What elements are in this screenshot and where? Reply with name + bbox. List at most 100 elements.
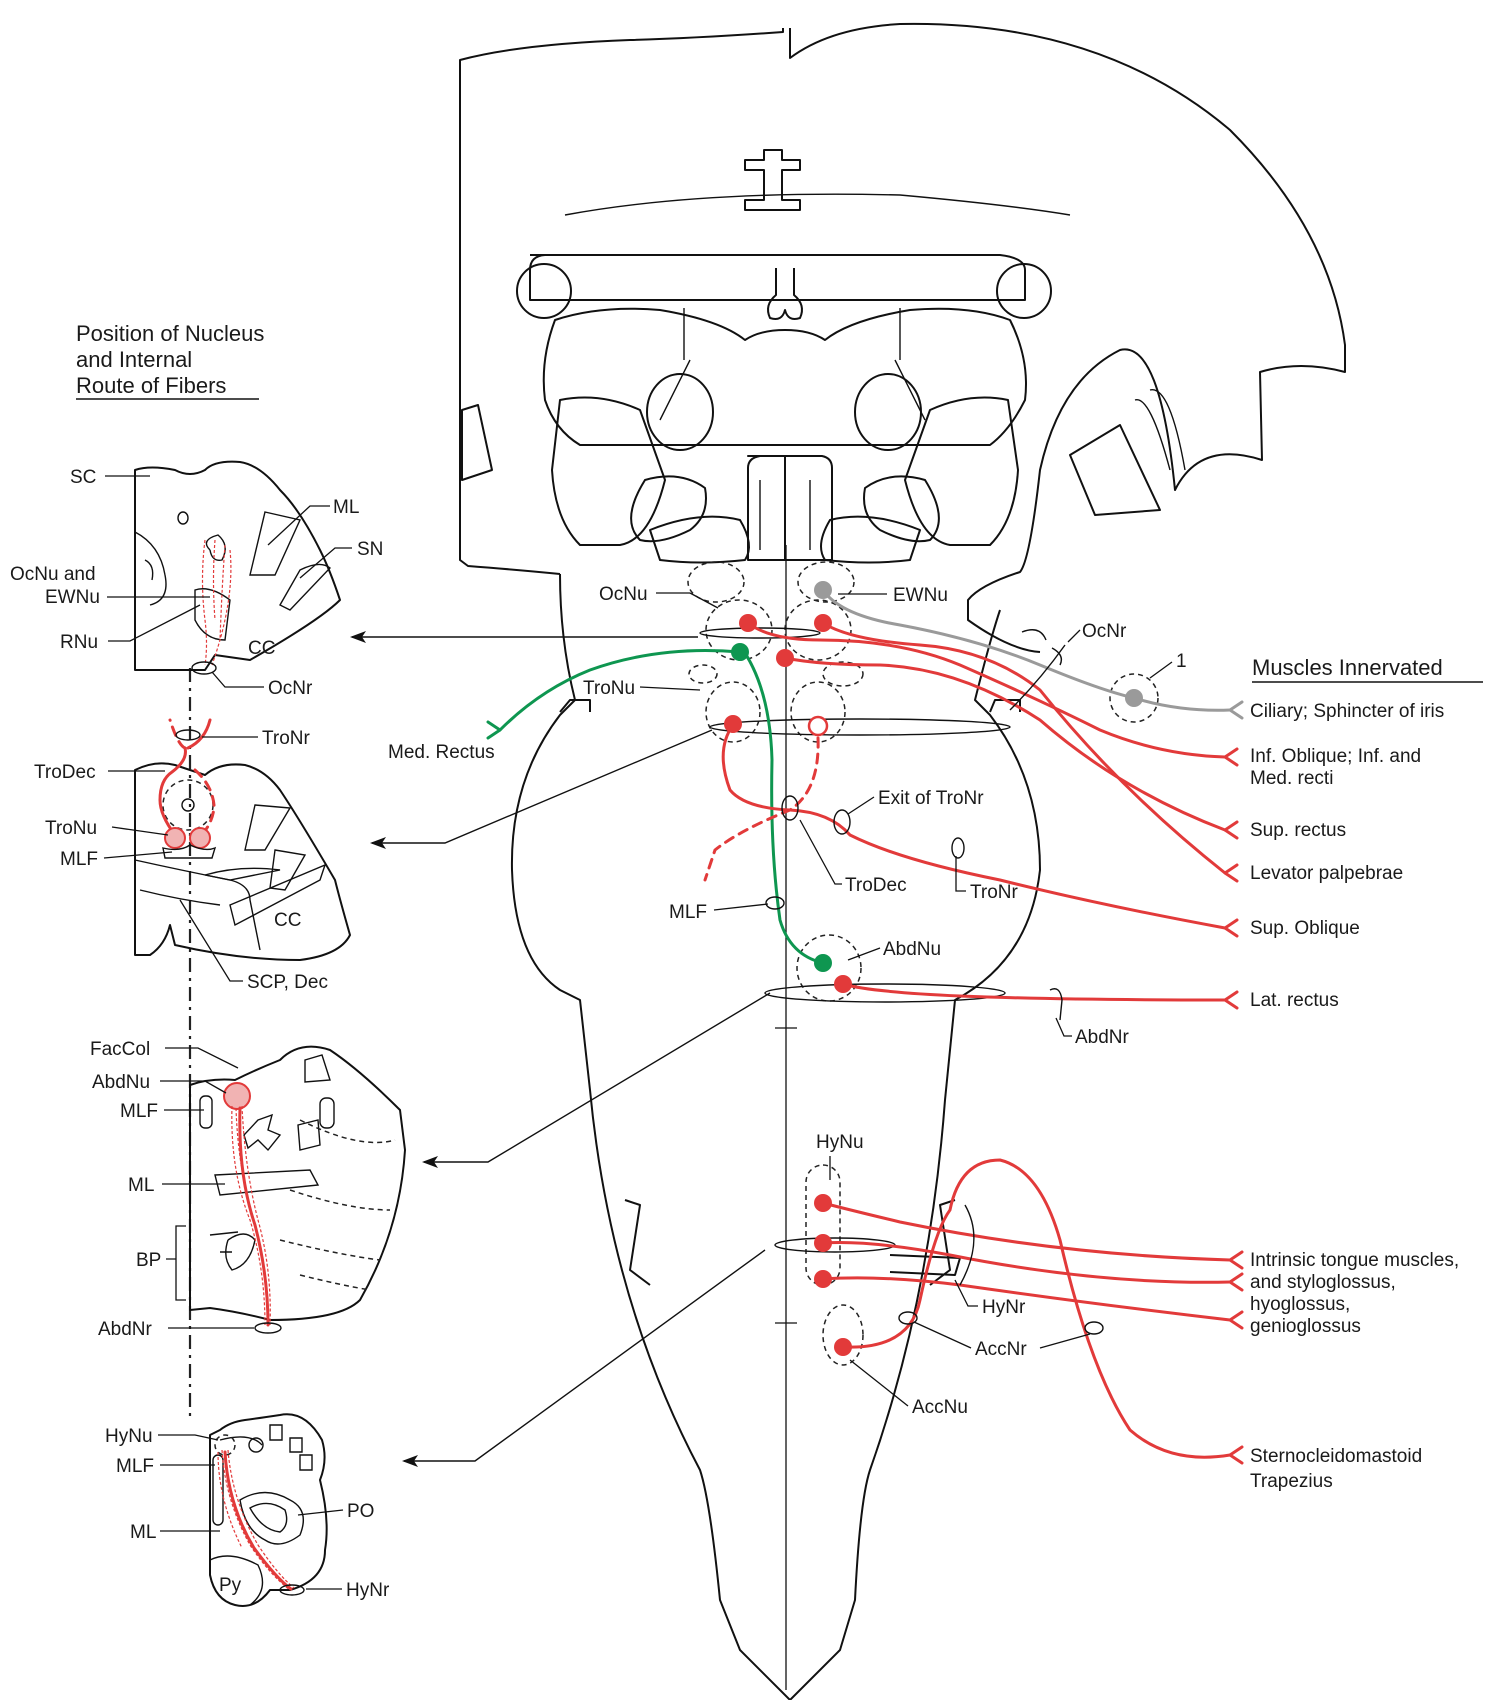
s3-label-abdnu: AbdNu: [92, 1072, 150, 1093]
dot-ocnu-left: [739, 614, 757, 632]
ending-sup-rectus: [1225, 822, 1237, 838]
muscle-trapezius: Trapezius: [1250, 1471, 1333, 1492]
nucleus-dots: [724, 581, 1143, 1356]
leader-mlf: [714, 904, 768, 910]
label-med-rectus: Med. Rectus: [388, 742, 495, 763]
leader-exit-tronr: [848, 797, 874, 814]
label-ocnu: OcNu: [599, 584, 648, 605]
section-4-dorsal-structures: [220, 1425, 312, 1470]
muscle-inf-oblique-2: Med. recti: [1250, 768, 1333, 789]
muscle-sup-rectus: Sup. rectus: [1250, 820, 1346, 841]
arrow-to-section-4: [404, 1250, 765, 1461]
hypoglossal-fiber-1: [823, 1203, 1230, 1260]
section-2-tronr-left: [160, 748, 185, 835]
s2-label-cc: CC: [274, 910, 301, 931]
dot-accnu: [834, 1338, 852, 1356]
s4-label-hynu: HyNu: [105, 1426, 153, 1447]
s4-label-po: PO: [347, 1501, 374, 1522]
s4-leader-po: [298, 1510, 343, 1515]
mlf-fiber: [743, 650, 823, 963]
dot-mlf-oculomotor: [731, 643, 749, 661]
section-3-outline: [190, 1047, 405, 1320]
s1-label-cc: CC: [248, 638, 275, 659]
ending-sup-oblique: [1225, 920, 1237, 936]
left-red-nucleus-outline: [647, 374, 713, 450]
s1-label-sc: SC: [70, 467, 96, 488]
dot-abdnu: [834, 975, 852, 993]
s2-leader-mlf: [104, 852, 172, 858]
s2-label-tronr: TroNr: [262, 728, 311, 749]
s2-label-trodec: TroDec: [34, 762, 96, 783]
section-1-sn: [280, 564, 330, 610]
section-3-mlf: [200, 1096, 212, 1128]
label-tronr: TroNr: [970, 882, 1019, 903]
muscle-sup-oblique: Sup. Oblique: [1250, 918, 1360, 939]
medulla-left-bump: [625, 1200, 650, 1285]
leader-ocnr: [1068, 630, 1080, 642]
ending-inf-oblique: [1225, 749, 1237, 765]
label-hynr: HyNr: [982, 1297, 1026, 1318]
main-labels: OcNu EWNu OcNr 1 TroNu Med. Rectus Exit …: [388, 584, 1187, 1418]
section-2-tronr-left-dash: [170, 720, 185, 748]
dot-abdnu-mlf: [814, 954, 832, 972]
section-2-band: [205, 868, 280, 880]
leader-ocnu-2: [690, 593, 718, 608]
dot-hynu-3: [814, 1270, 832, 1288]
hynr-loop: [960, 1205, 974, 1285]
header-line-3: Route of Fibers: [76, 373, 226, 398]
abducens-fiber: [843, 984, 1225, 1000]
s4-label-py: Py: [219, 1575, 242, 1596]
section-1-lateral: [135, 532, 166, 605]
ending-lat-rectus: [1225, 992, 1237, 1008]
level-markers: [700, 628, 1010, 1252]
section-1-ocnu: [206, 535, 225, 560]
section-2-tronu-left: [165, 828, 185, 848]
muscle-lat-rectus: Lat. rectus: [1250, 990, 1339, 1011]
s2-label-tronu: TroNu: [45, 818, 97, 839]
section-1-red-fibers: [203, 540, 231, 665]
dot-ciliary-ganglion: [1125, 689, 1143, 707]
section-3-bp-b: [210, 1232, 238, 1252]
ciliary-postganglionic-fiber: [1134, 698, 1230, 710]
section-3-ml: [215, 1170, 318, 1195]
thalamic-band: [530, 255, 1025, 300]
s3-label-faccol: FacCol: [90, 1039, 150, 1060]
leader-ganglion: [1150, 662, 1172, 678]
s3-leader-bp: [166, 1226, 186, 1300]
abdnr-loop: [1050, 989, 1062, 1020]
dot-ocnu-right: [814, 614, 832, 632]
section-2-internal-arc: [135, 860, 260, 950]
label-trodec: TroDec: [845, 875, 907, 896]
ending-levator: [1225, 865, 1237, 881]
corpus-callosum-arc: [565, 194, 1070, 215]
s1-label-ocnu-ew-2: EWNu: [45, 587, 100, 608]
hypoglossal-fiber-3: [823, 1278, 1230, 1320]
ending-ciliary: [1230, 702, 1242, 718]
muscles-header: Muscles Innervated: [1252, 655, 1443, 680]
s2-leader-tronu: [112, 827, 168, 835]
label-exit-tronr: Exit of TroNr: [878, 788, 984, 809]
ending-med-rectus: [488, 722, 500, 738]
right-hemisphere-outline: [790, 24, 1345, 652]
muscle-inf-oblique-1: Inf. Oblique; Inf. and: [1250, 746, 1421, 767]
section-2-aqueduct-center: [182, 799, 194, 811]
interhemispheric-notch: [745, 150, 800, 210]
leader-accnr-2: [1040, 1334, 1090, 1348]
leader-accnu: [850, 1360, 908, 1406]
label-abdnu: AbdNu: [883, 939, 941, 960]
right-optic-tract: [1070, 425, 1160, 515]
section-4-hypoglossal: HyNu MLF ML PO Py HyNr: [105, 1414, 390, 1606]
right-peduncle: [905, 398, 1018, 545]
trodec-loop: [782, 796, 798, 820]
section-2-outline: [135, 763, 350, 960]
dot-hynu-2: [814, 1234, 832, 1252]
dot-ocnu-center: [776, 649, 794, 667]
accessory-fiber: [843, 1160, 1230, 1457]
dot-hynu-1: [814, 1194, 832, 1212]
label-ocnr: OcNr: [1082, 621, 1127, 642]
muscle-scm: Sternocleidomastoid: [1250, 1446, 1422, 1467]
leader-abdnu: [848, 948, 880, 960]
tronr-loop: [952, 838, 964, 858]
s1-label-ocnr: OcNr: [268, 678, 313, 699]
